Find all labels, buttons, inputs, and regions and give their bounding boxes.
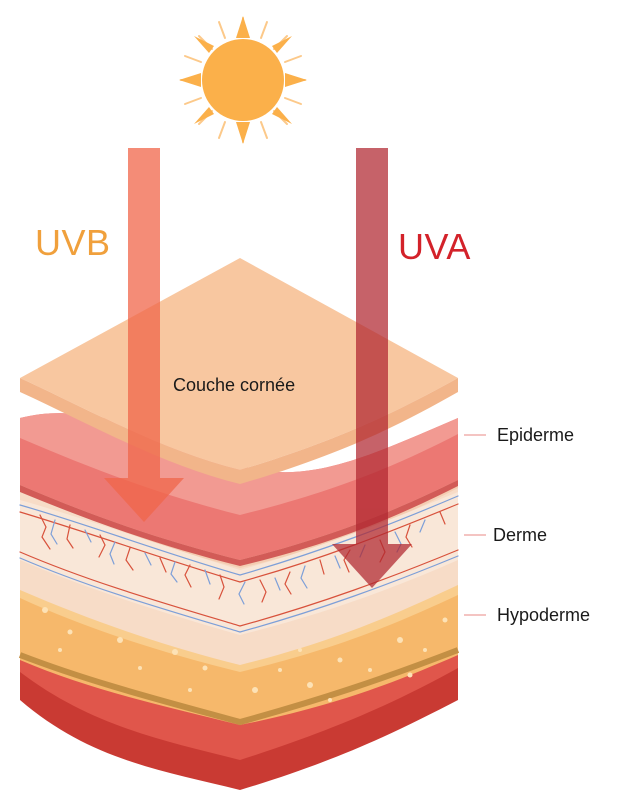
epidermis-label: Epiderme <box>497 425 575 445</box>
dermis-label: Derme <box>493 525 548 545</box>
uva-label: UVA <box>398 226 471 267</box>
uvb-label: UVB <box>35 222 111 263</box>
hypodermis-label: Hypoderme <box>497 605 591 625</box>
uva-arrow <box>332 148 412 588</box>
stratum-corneum-label: Couche cornée <box>173 375 296 395</box>
sun-icon <box>179 16 307 144</box>
uvb-arrow <box>104 148 184 522</box>
